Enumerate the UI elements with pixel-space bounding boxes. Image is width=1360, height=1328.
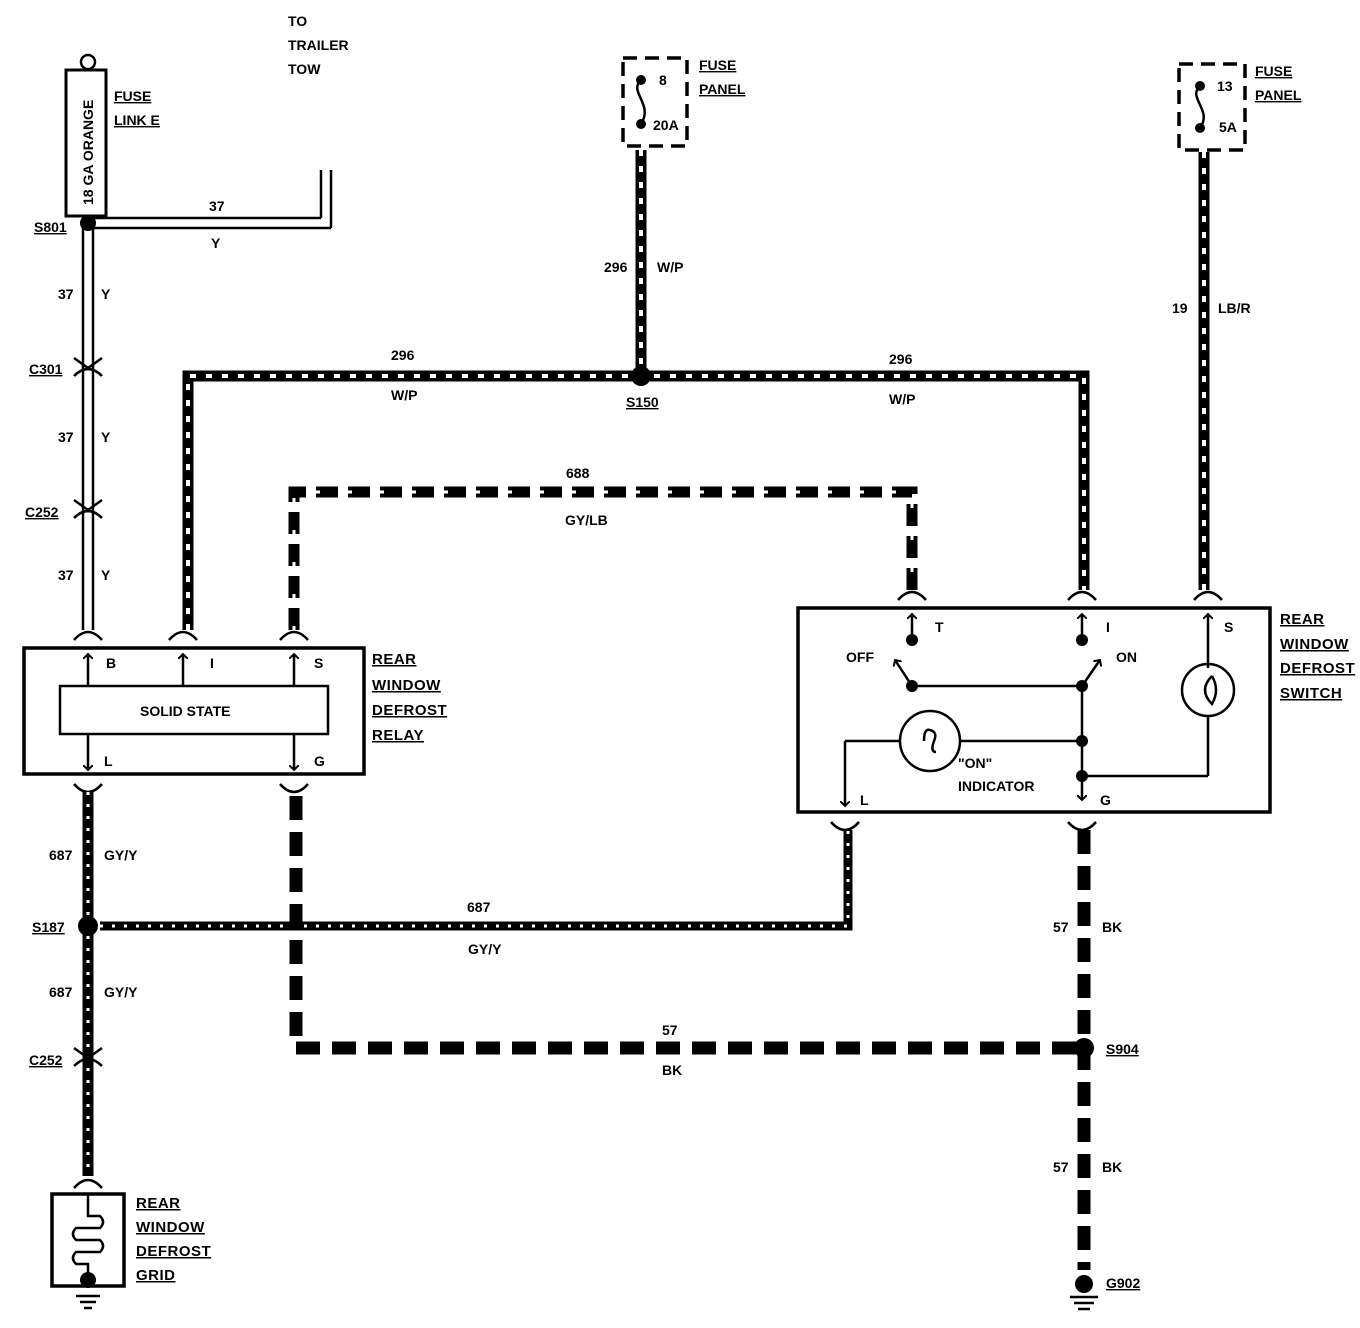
wire-296-color-left: W/P (391, 387, 417, 403)
splice-s801-dot (80, 215, 96, 231)
wire-37-num-a: 37 (58, 286, 74, 302)
fuse-panel-1-pin: 8 (659, 72, 667, 88)
wire-296-circuit (182, 150, 1090, 630)
wire-687-color-c: GY/Y (104, 984, 138, 1000)
switch-pin-l: L (860, 792, 869, 808)
wire-37-num-b: 37 (58, 429, 74, 445)
fuse-panel-1-title-1: FUSE (699, 57, 736, 73)
fuse-panel-1-rating: 20A (653, 117, 679, 133)
relay-title-4: RELAY (372, 727, 424, 744)
splice-s904-dot (1074, 1038, 1094, 1058)
wire-37-color-branch: Y (211, 235, 221, 251)
fuse-panel-2-rating: 5A (1219, 119, 1237, 135)
fuse-panel-1-title-2: PANEL (699, 81, 746, 97)
wire-687-color-a: GY/Y (104, 847, 138, 863)
switch-title-3: DEFROST (1280, 660, 1355, 677)
switch-indicator-line-2: INDICATOR (958, 778, 1034, 794)
switch-pin-t: T (935, 619, 944, 635)
relay-pin-b: B (106, 655, 116, 671)
fuse-link-gauge-label: 18 GA ORANGE (80, 100, 96, 205)
wire-687-num-c: 687 (49, 984, 73, 1000)
switch-off-label: OFF (846, 649, 874, 665)
fuse-panel-2-title-1: FUSE (1255, 63, 1292, 79)
grid-title-4: GRID (136, 1267, 176, 1284)
grid-title-3: DEFROST (136, 1243, 211, 1260)
wire-296-color-right: W/P (889, 391, 915, 407)
ground-g902-label: G902 (1106, 1275, 1140, 1291)
wire-687-color-b: GY/Y (468, 941, 502, 957)
wire-687-circuit (82, 792, 853, 1176)
connector-c301 (73, 356, 103, 377)
switch-pin-s: S (1224, 619, 1233, 635)
relay-body-label: SOLID STATE (140, 703, 230, 719)
relay-title-1: REAR (372, 651, 417, 668)
wire-687-num-b: 687 (467, 899, 491, 915)
splice-s150-label: S150 (626, 394, 659, 410)
wire-57-color-b: BK (662, 1062, 682, 1078)
defrost-relay: SOLID STATE B I S L G (22, 630, 366, 794)
defrost-grid (50, 1178, 126, 1310)
grid-title-1: REAR (136, 1195, 181, 1212)
wire-37-color-a: Y (101, 286, 111, 302)
switch-indicator-line-1: "ON" (958, 755, 992, 771)
trailer-tow-line-1: TO (288, 13, 307, 29)
wire-57-num-b: 57 (662, 1022, 678, 1038)
defrost-switch: T I S OFF ON "ON" INDICATOR L G (796, 590, 1272, 832)
wire-19-color: LB/R (1218, 300, 1251, 316)
wire-37-color-c: Y (101, 567, 111, 583)
wire-37-num-c: 37 (58, 567, 74, 583)
relay-title-3: DEFROST (372, 702, 447, 719)
connector-c301-label: C301 (29, 361, 63, 377)
wire-57-color-c: BK (1102, 1159, 1122, 1175)
fuse-panel-1: 8 20A (621, 56, 689, 148)
wire-57-num-a: 57 (1053, 919, 1069, 935)
wire-57-color-a: BK (1102, 919, 1122, 935)
switch-pin-i: I (1106, 619, 1110, 635)
switch-on-label: ON (1116, 649, 1137, 665)
wire-57-num-c: 57 (1053, 1159, 1069, 1175)
wire-687-num-a: 687 (49, 847, 73, 863)
wire-37-circuit (81, 170, 333, 630)
switch-title-4: SWITCH (1280, 685, 1342, 702)
wire-296-num-right: 296 (889, 351, 913, 367)
fuse-link-title-2: LINK E (114, 112, 160, 128)
fuse-panel-2: 13 5A (1177, 62, 1247, 152)
relay-title-2: WINDOW (372, 677, 441, 694)
fuse-panel-2-pin: 13 (1217, 78, 1233, 94)
connector-c252-upper (73, 498, 103, 519)
wire-296-num-feed: 296 (604, 259, 628, 275)
connector-c252-upper-label: C252 (25, 504, 59, 520)
grid-title-2: WINDOW (136, 1219, 205, 1236)
wire-296-color-feed: W/P (657, 259, 683, 275)
trailer-tow-line-2: TRAILER (288, 37, 349, 53)
wire-37-color-b: Y (101, 429, 111, 445)
fuse-link-e: 18 GA ORANGE FUSE LINK E (64, 53, 160, 218)
relay-pin-i: I (210, 655, 214, 671)
connector-c252-lower-label: C252 (29, 1052, 63, 1068)
connector-c252-lower (73, 1046, 103, 1067)
wire-688-color: GY/LB (565, 512, 608, 528)
trailer-tow-line-3: TOW (288, 61, 321, 77)
fuse-link-title-1: FUSE (114, 88, 151, 104)
switch-title-1: REAR (1280, 611, 1325, 628)
wire-688-num: 688 (566, 465, 590, 481)
splice-s801-label: S801 (34, 219, 67, 235)
relay-pin-s: S (314, 655, 323, 671)
ground-g902-symbol (1070, 1275, 1098, 1311)
switch-pin-g: G (1100, 792, 1111, 808)
splice-s150-dot (631, 366, 651, 386)
splice-s904-label: S904 (1106, 1041, 1139, 1057)
wire-57-circuit (289, 796, 1091, 1270)
wire-296-num-left: 296 (391, 347, 415, 363)
switch-title-2: WINDOW (1280, 636, 1349, 653)
relay-pin-l: L (104, 753, 113, 769)
relay-pin-g: G (314, 753, 325, 769)
splice-s187-label: S187 (32, 919, 65, 935)
splice-s187-dot (78, 916, 98, 936)
wire-37-num-branch: 37 (209, 198, 225, 214)
wire-688-circuit (288, 486, 918, 630)
fuse-panel-2-title-2: PANEL (1255, 87, 1302, 103)
wire-19-num: 19 (1172, 300, 1188, 316)
